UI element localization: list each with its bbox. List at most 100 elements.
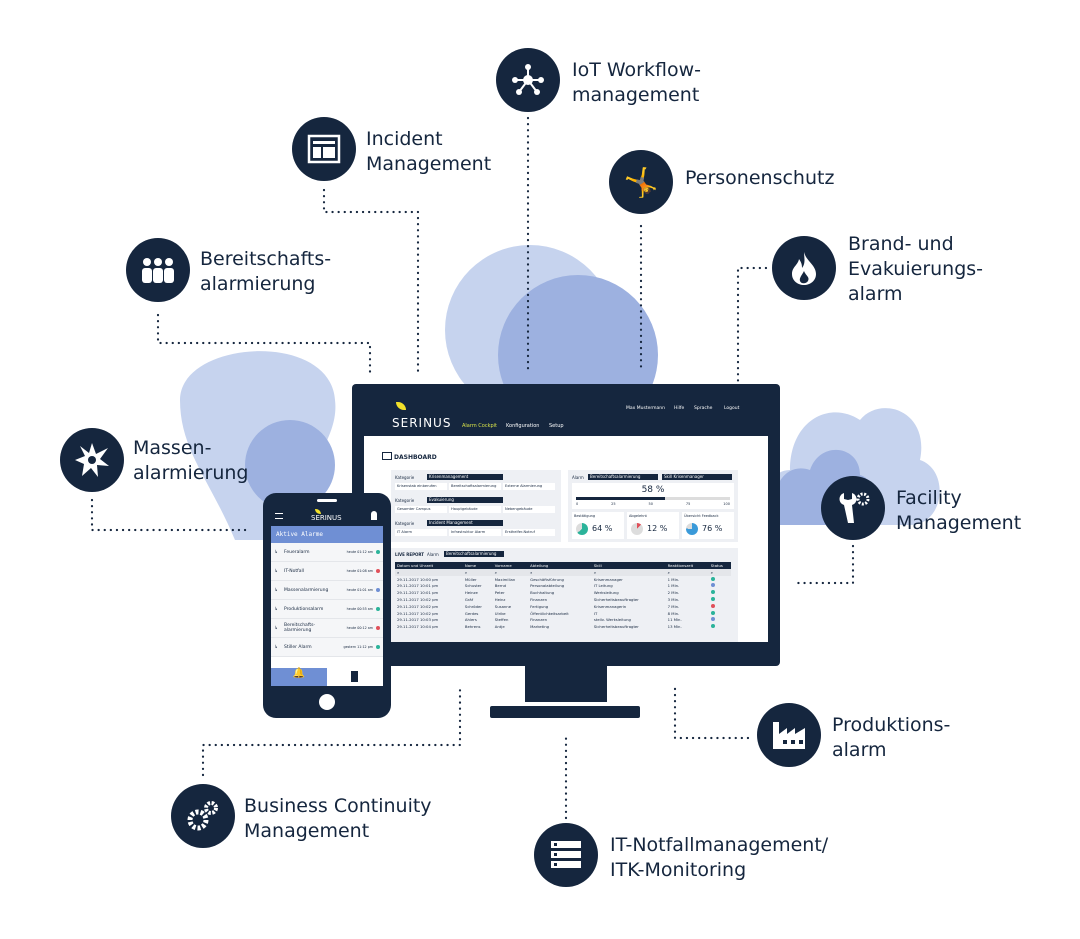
category-option[interactable]: Externe Alarmierung bbox=[503, 483, 555, 490]
status-icon bbox=[376, 645, 380, 649]
arrow-icon: ↳ bbox=[274, 549, 278, 555]
node-label-incident: Incident Management bbox=[366, 128, 492, 175]
table-cell: Finanzen bbox=[530, 617, 547, 623]
phone-speaker bbox=[317, 499, 337, 502]
stat-pie bbox=[576, 523, 588, 535]
category-option[interactable]: Gesamter Campus bbox=[395, 506, 447, 513]
menu-icon[interactable] bbox=[275, 513, 283, 519]
table-cell: 29.11.2017 10:00 pm bbox=[397, 576, 439, 582]
table-cell: Susanne bbox=[494, 603, 512, 609]
category-option[interactable]: Infrastruktur Alarm bbox=[449, 529, 501, 536]
column-header[interactable]: Name bbox=[462, 562, 493, 569]
filter-search-icon[interactable]: ⌕ bbox=[395, 569, 463, 576]
category-option[interactable]: Hauptgebäude bbox=[449, 506, 501, 513]
column-header[interactable]: Skill bbox=[591, 562, 666, 569]
help-link[interactable]: Hilfe bbox=[674, 406, 685, 411]
alarm-time: heute 01:08 am bbox=[346, 569, 373, 573]
filter-search-icon[interactable]: ⌕ bbox=[665, 569, 709, 576]
status-icon bbox=[376, 588, 380, 592]
nav-alarm-cockpit[interactable]: Alarm Cockpit bbox=[462, 423, 498, 429]
category-select[interactable]: Krisenmanagement bbox=[427, 474, 503, 480]
stat-card: Abgelehnt 12 % bbox=[627, 512, 679, 539]
table-cell: 2 Min. bbox=[667, 590, 680, 596]
arrow-icon: ↳ bbox=[274, 606, 278, 612]
user-menu[interactable]: Max Mustermann bbox=[626, 406, 665, 411]
alarm-list-item[interactable]: ↳ Stiller Alarm gestern 11:12 pm bbox=[271, 638, 383, 657]
alarm-time: gestern 11:12 pm bbox=[343, 645, 373, 649]
node-label-itnotfall: IT-Notfallmanagement/ ITK-Monitoring bbox=[610, 834, 829, 881]
table-cell: IT bbox=[593, 610, 598, 616]
filter-search-icon[interactable]: ⌕ bbox=[492, 569, 529, 576]
table-cell: 1 Min. bbox=[667, 583, 680, 589]
nav-konfiguration[interactable]: Konfiguration bbox=[506, 423, 540, 429]
category-select[interactable]: Evakuierung bbox=[427, 497, 503, 503]
alarm-select[interactable]: Bereitschaftsalarmierung bbox=[588, 474, 658, 480]
table-cell: 1 Min. bbox=[667, 576, 680, 582]
table-cell: 29.11.2017 10:01 pm bbox=[397, 583, 439, 589]
category-select[interactable]: Incident Management bbox=[427, 520, 503, 526]
category-option[interactable]: Ersthelfer-Notruf bbox=[503, 529, 555, 536]
stat-label: Abgelehnt bbox=[629, 514, 647, 518]
nav-setup[interactable]: Setup bbox=[549, 423, 564, 429]
alarm-list-item[interactable]: ↳ Feueralarm heute 01:12 am bbox=[271, 543, 383, 562]
column-header[interactable]: Reaktionszeit bbox=[665, 562, 709, 569]
filter-search-icon[interactable]: ⌕ bbox=[462, 569, 493, 576]
mobile-screen: SERINUS Aktive Alarme ↳ Feueralarm heute… bbox=[271, 506, 383, 686]
table-cell: 3 Min. bbox=[667, 597, 680, 603]
filter-search-icon[interactable]: ⌕ bbox=[591, 569, 666, 576]
home-button[interactable] bbox=[319, 694, 335, 710]
table-cell: 13 Min. bbox=[667, 624, 682, 630]
table-cell: Sicherheitsbeauftragter bbox=[593, 597, 639, 603]
progress-bar bbox=[576, 497, 730, 500]
alarm-list-item[interactable]: ↳ Bereitschafts- alarmierung heute 00:12… bbox=[271, 619, 383, 638]
arrow-icon: ↳ bbox=[274, 587, 278, 593]
column-header[interactable]: Vorname bbox=[492, 562, 529, 569]
table-cell: Werksleitung bbox=[593, 590, 619, 596]
alarm-list-item[interactable]: ↳ Produktionsalarm heute 00:55 am bbox=[271, 600, 383, 619]
filter-search-icon[interactable]: ⌕ bbox=[528, 569, 592, 576]
alarm-label: Alarm bbox=[572, 475, 584, 480]
logout-link[interactable]: Logout bbox=[724, 406, 740, 411]
language-menu[interactable]: Sprache bbox=[694, 406, 713, 411]
alarm-list-item[interactable]: ↳ Massenalarmierung heute 01:01 am bbox=[271, 581, 383, 600]
user-icon[interactable] bbox=[371, 511, 377, 520]
arrow-icon: ↳ bbox=[274, 644, 278, 650]
alarm-time: heute 01:01 am bbox=[346, 588, 373, 592]
skill-select[interactable]: Skill Krisenmanager bbox=[662, 474, 732, 480]
column-header[interactable]: Datum und Uhrzeit bbox=[395, 562, 463, 569]
table-cell: IT Leitung bbox=[593, 583, 613, 589]
column-header[interactable]: Abteilung bbox=[528, 562, 592, 569]
table-cell: Antje bbox=[494, 624, 505, 630]
document-tab-icon[interactable] bbox=[351, 671, 358, 682]
column-header[interactable]: Status bbox=[708, 562, 731, 569]
alarm-name: Produktionsalarm bbox=[284, 606, 324, 612]
bell-tab-icon[interactable]: 🔔 bbox=[271, 668, 327, 686]
filter-search-icon[interactable]: ⌕ bbox=[708, 569, 731, 576]
server-icon bbox=[534, 823, 598, 887]
table-cell: Schuster bbox=[464, 583, 482, 589]
serinus-bird-logo bbox=[315, 509, 321, 514]
table-cell: 7 Min. bbox=[667, 603, 680, 609]
node-label-massen: Massen- alarmierung bbox=[133, 437, 249, 484]
arrow-icon: ↳ bbox=[274, 568, 278, 574]
progress-value: 58 % bbox=[641, 485, 665, 495]
category-option[interactable]: IT Alarm bbox=[395, 529, 447, 536]
live-alarm-label: Alarm bbox=[427, 552, 439, 557]
alarm-list-item[interactable]: ↳ IT-Notfall heute 01:08 am bbox=[271, 562, 383, 581]
window-layout-icon bbox=[292, 117, 356, 181]
category-option[interactable]: Bereitschaftsalarmierung bbox=[449, 483, 501, 490]
category-option[interactable]: Krisenstab einberufen bbox=[395, 483, 447, 490]
category-option[interactable]: Nebengebäude bbox=[503, 506, 555, 513]
status-icon bbox=[709, 610, 731, 617]
live-alarm-select[interactable]: Bereitschaftsalarmierung bbox=[444, 551, 504, 557]
alarm-name: Feueralarm bbox=[284, 549, 310, 555]
